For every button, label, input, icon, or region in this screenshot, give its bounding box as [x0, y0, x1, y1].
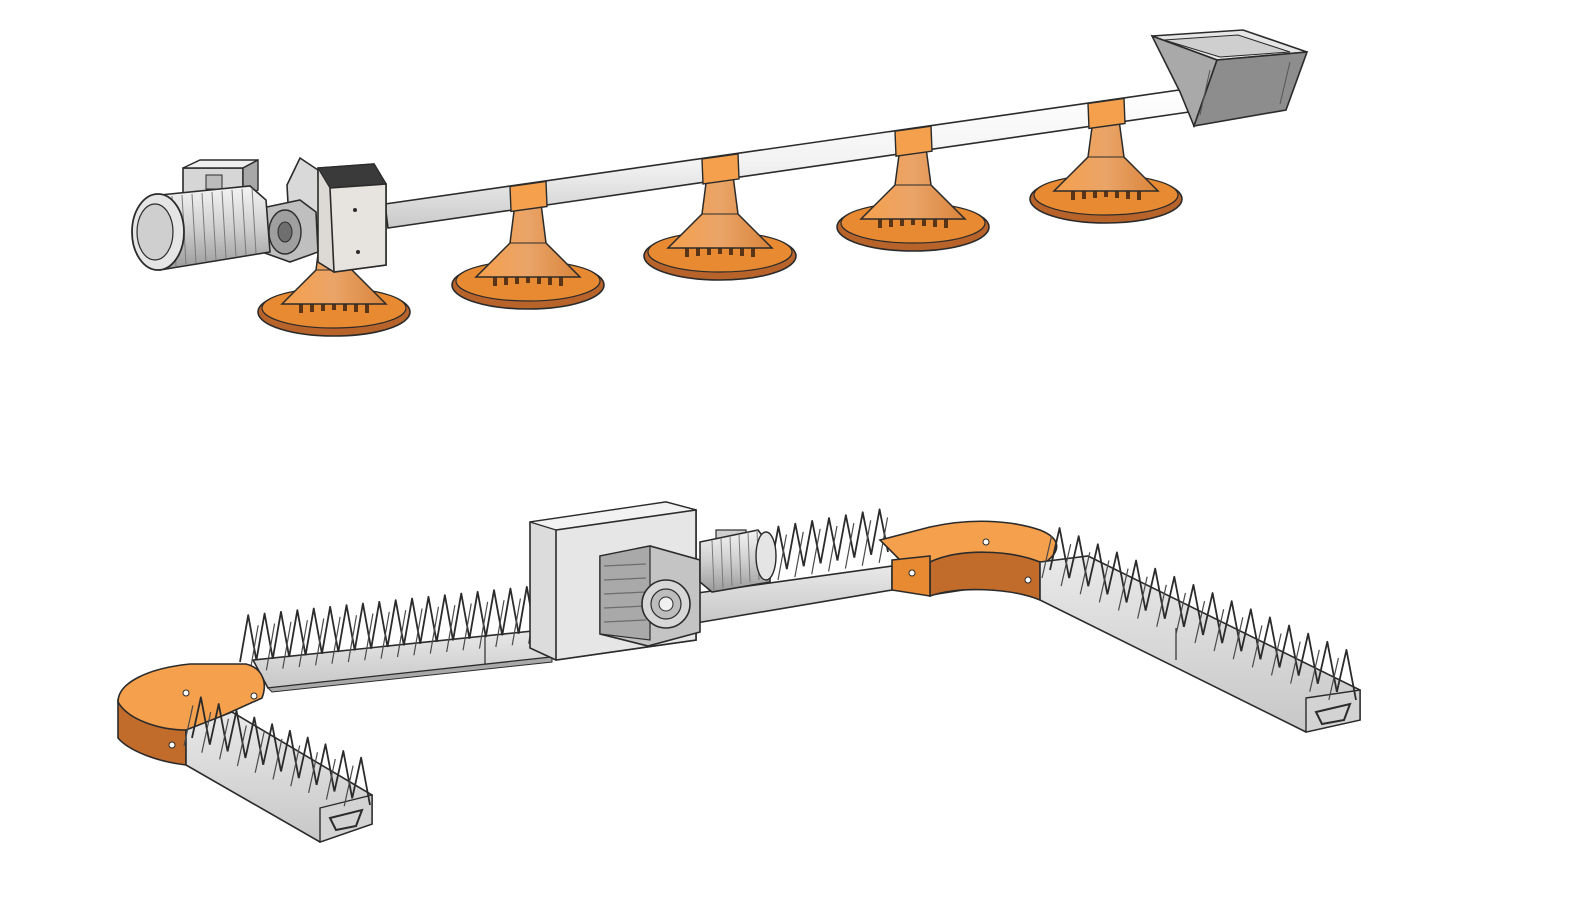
- pipe-collar: [509, 180, 548, 213]
- electric-motor-icon: [699, 529, 777, 593]
- corner-wheel-right: [878, 520, 1058, 602]
- chain-feeder-trough-icon: [1039, 555, 1361, 733]
- hopper-icon: [1150, 29, 1309, 129]
- anti-roost-grill-left-short: [183, 696, 371, 807]
- pipe-collars: [509, 97, 1126, 213]
- feeder-pans: [257, 111, 1183, 337]
- feeder-pan-icon: [836, 139, 990, 252]
- pipe-collar: [894, 125, 933, 157]
- anti-roost-grill-middle: [769, 508, 889, 581]
- anti-roost-grill-left: [239, 585, 538, 673]
- electric-motor-icon: [131, 158, 271, 271]
- pipe-collar: [1087, 97, 1126, 130]
- anti-roost-grill-right: [1041, 527, 1357, 701]
- pan-feeding-line: [131, 29, 1309, 337]
- chain-feeding-line: [117, 501, 1361, 843]
- gearbox-icon: [599, 545, 701, 647]
- feeder-pan-icon: [1029, 111, 1183, 224]
- feeder-pan-icon: [643, 167, 797, 281]
- pipe-collar: [701, 153, 740, 185]
- corner-wheel-left: [117, 663, 266, 766]
- chain-feeder-trough-icon: [185, 711, 373, 843]
- feeder-pan-icon: [451, 194, 605, 310]
- gearbox-icon: [261, 199, 319, 263]
